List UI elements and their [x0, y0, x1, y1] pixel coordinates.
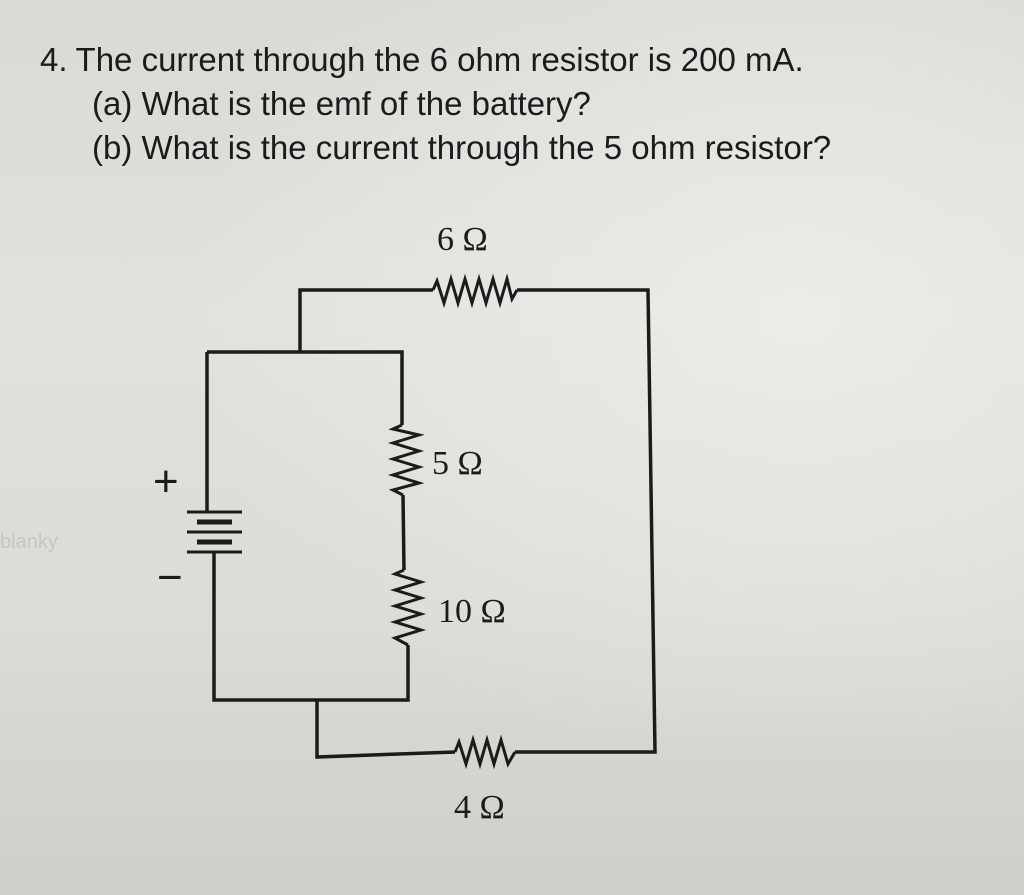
resistor-6-ohm — [431, 273, 519, 309]
resistor-5-ohm — [387, 423, 425, 497]
problem-statement-text: The current through the 6 ohm resistor i… — [75, 41, 804, 78]
resistor-6-ohm-label: 6 Ω — [437, 221, 488, 258]
resistor-5-ohm-label: 5 Ω — [432, 445, 483, 482]
wire-top-right — [515, 288, 657, 754]
wire-top-left — [298, 288, 433, 352]
wire-inner-left-lower — [212, 553, 410, 702]
wire-bottom-left — [315, 700, 456, 759]
resistor-4-ohm-label: 4 Ω — [454, 789, 505, 826]
resistor-4-ohm — [453, 734, 517, 770]
wire-inner-top — [207, 350, 404, 425]
resistor-10-ohm-label: 10 Ω — [438, 593, 506, 630]
faint-bleed-text: blanky — [0, 531, 58, 553]
problem-statement: 4.The current through the 6 ohm resistor… — [40, 40, 804, 80]
wire-between-resistors — [401, 494, 406, 571]
question-a: (a) What is the emf of the battery? — [92, 85, 591, 122]
problem-number: 4. — [40, 41, 68, 78]
resistor-10-ohm — [389, 568, 427, 647]
battery-minus-sign: − — [157, 553, 183, 602]
battery-plus-sign: + — [153, 457, 179, 506]
battery — [187, 510, 242, 554]
question-b: (b) What is the current through the 5 oh… — [92, 129, 832, 166]
